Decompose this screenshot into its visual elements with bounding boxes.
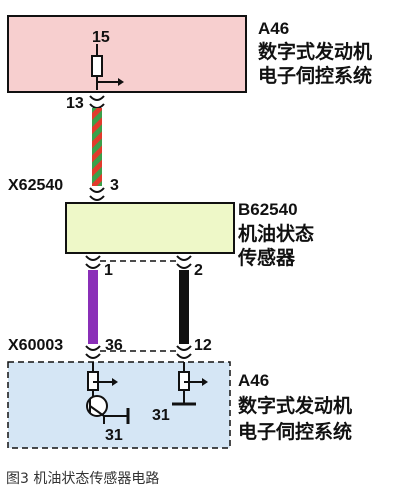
x60003-pin-left: 36 bbox=[105, 337, 123, 354]
sensor-pin-right: 2 bbox=[194, 262, 203, 279]
ecu-top-id: A46 bbox=[258, 19, 289, 38]
sensor-box bbox=[65, 202, 235, 254]
wire-black bbox=[179, 270, 189, 344]
x62540-label: X62540 bbox=[8, 177, 63, 194]
x60003-pin-right: 12 bbox=[194, 337, 212, 354]
ecu-top-name-line1: 数字式发动机 bbox=[258, 40, 372, 63]
sensor-pin-left: 1 bbox=[104, 262, 113, 279]
x60003-label: X60003 bbox=[8, 337, 63, 354]
ecu-bottom-name-line2: 电子伺控系统 bbox=[238, 420, 352, 443]
ecu-bottom-ground-left: 31 bbox=[105, 427, 123, 444]
ecu-bottom-ground-right: 31 bbox=[152, 407, 170, 424]
figure-caption: 图3 机油状态传感器电路 bbox=[6, 471, 160, 487]
ecu-bottom-id: A46 bbox=[238, 371, 269, 390]
sensor-name-line2: 传感器 bbox=[237, 246, 296, 269]
sensor-name-line1: 机油状态 bbox=[238, 222, 314, 245]
ecu-top-box bbox=[7, 15, 247, 93]
ecu-top-resistor bbox=[91, 55, 103, 77]
wire-red-green bbox=[92, 108, 102, 186]
ecu-bottom-name-line1: 数字式发动机 bbox=[238, 394, 352, 417]
transistor-icon bbox=[86, 395, 108, 417]
x62540-pin: 3 bbox=[110, 177, 119, 194]
ecu-top-connector-pin: 13 bbox=[66, 95, 84, 112]
sensor-id: B62540 bbox=[238, 200, 298, 219]
circuit-diagram-svg: 15 A46 数字式发动机 电子伺控系统 13 X62540 3 B62540 … bbox=[7, 15, 372, 449]
ecu-top-name-line2: 电子伺控系统 bbox=[258, 64, 372, 87]
wire-purple bbox=[88, 270, 98, 344]
ecu-top-pin-label: 15 bbox=[92, 29, 110, 46]
